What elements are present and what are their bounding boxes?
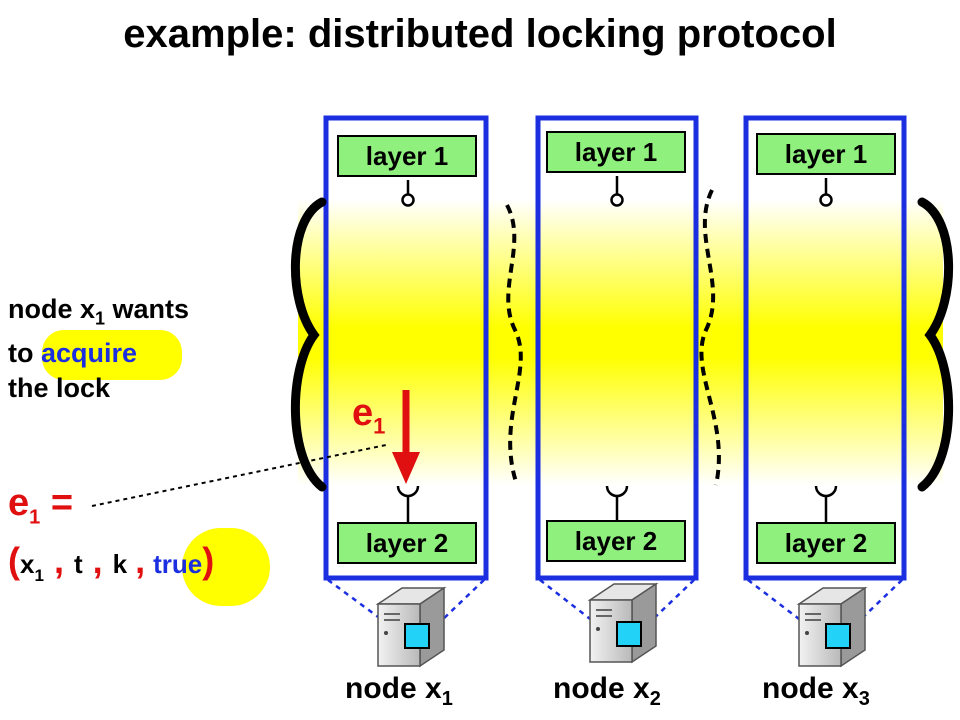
node-name: node x — [553, 672, 650, 705]
layer2-box-node1: layer 2 — [337, 522, 477, 564]
desc-line2-pre: to — [8, 338, 41, 369]
node-caption-3: node x3 — [762, 672, 870, 711]
wavy-separator-1 — [505, 204, 523, 486]
event-sub: 1 — [373, 413, 386, 439]
server-icon-2 — [587, 582, 659, 664]
acquire-highlight — [42, 330, 182, 380]
node-name: node x — [345, 672, 442, 705]
event-pointer-line — [91, 444, 387, 507]
node-box-1 — [323, 115, 489, 581]
layer1-box-node3: layer 1 — [756, 133, 896, 175]
tuple-true: true — [153, 549, 203, 579]
node-name: node x — [762, 672, 859, 705]
server-icon-3 — [796, 586, 868, 668]
ball-connector-2 — [610, 176, 624, 207]
socket-connector-3 — [814, 485, 838, 522]
ball-connector-1 — [401, 180, 415, 207]
node-index: 3 — [858, 688, 870, 710]
event-letter: e — [352, 392, 374, 434]
layer1-box-node2: layer 1 — [546, 131, 686, 173]
tuple-comma-2: , — [92, 540, 103, 581]
left-brace — [290, 197, 327, 492]
tuple-close-paren: ) — [202, 540, 215, 581]
wavy-separator-2 — [699, 189, 721, 486]
desc-line1-post: wants — [105, 294, 190, 324]
tuple-k: k — [112, 549, 128, 579]
node-box-2 — [535, 115, 699, 581]
node-caption-2: node x2 — [553, 672, 661, 711]
node-box-3 — [743, 115, 907, 581]
event-label: e1 — [352, 392, 385, 440]
event-def-sub: 1 — [29, 506, 41, 529]
tuple-comma-1: , — [53, 540, 64, 581]
event-def-equals: = — [40, 482, 74, 524]
node-index: 1 — [441, 688, 453, 710]
layer2-box-node2: layer 2 — [546, 520, 686, 562]
description-text: node x1 wants to acquire the lock — [8, 292, 189, 406]
tuple-comma-3: , — [135, 540, 146, 581]
desc-line1-sub: 1 — [95, 308, 106, 329]
desc-line3: the lock — [8, 373, 111, 404]
yellow-band — [298, 200, 943, 485]
event-def-letter: e — [8, 482, 30, 524]
socket-connector-2 — [605, 485, 629, 520]
event-arrow — [392, 390, 420, 484]
layer2-box-node3: layer 2 — [756, 522, 896, 564]
layer1-box-node1: layer 1 — [337, 135, 477, 177]
desc-line1-pre: node x — [8, 294, 96, 324]
right-brace — [917, 197, 954, 492]
tuple-open-paren: ( — [8, 540, 20, 581]
event-tuple: (x1,t,k,true) — [8, 540, 214, 586]
tuple-t: t — [73, 549, 83, 579]
ball-connector-3 — [819, 178, 833, 207]
server-icon-1 — [375, 586, 447, 668]
true-highlight — [182, 528, 270, 606]
tuple-x: x — [20, 549, 35, 579]
socket-connector-1 — [396, 485, 420, 522]
slide-title: example: distributed locking protocol — [123, 12, 837, 56]
event-definition: e1 = — [8, 482, 73, 530]
tuple-x-sub: 1 — [34, 566, 44, 586]
node-caption-1: node x1 — [345, 672, 453, 711]
acquire-word: acquire — [41, 338, 138, 369]
server-links — [327, 578, 903, 624]
node-index: 2 — [649, 688, 661, 710]
